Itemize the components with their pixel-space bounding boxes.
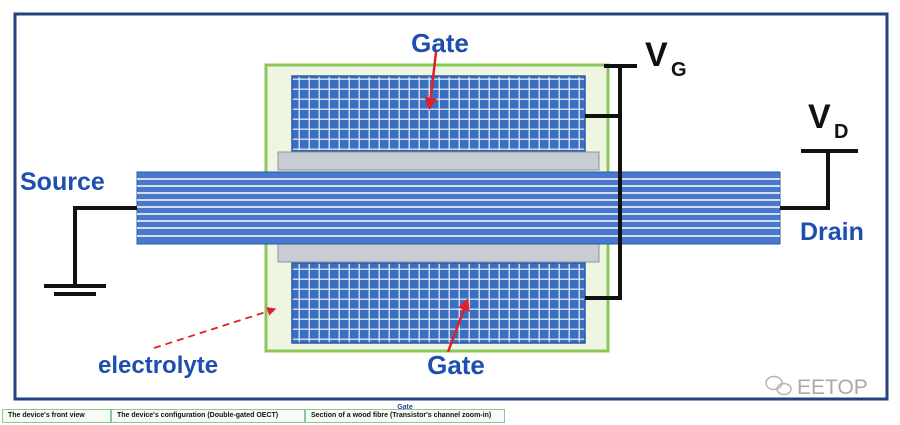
electrolyte-arrow: [153, 307, 277, 349]
view-tabs: The device's front view The device's con…: [2, 409, 505, 423]
top-gate: [291, 75, 586, 152]
bottom-gate-arrow: [446, 298, 470, 353]
top-gate-arrow: [424, 51, 438, 111]
wechat-icon: [765, 375, 792, 396]
gate-caption: Gate: [397, 404, 413, 411]
tab-front-view[interactable]: The device's front view: [2, 409, 111, 423]
electrolyte-label: electrolyte: [98, 352, 218, 379]
source-label: Source: [20, 168, 105, 196]
bottom-insulator-layer: [277, 243, 600, 263]
top-insulator-layer: [277, 151, 600, 171]
channel-fibre: [136, 171, 781, 245]
vd-subscript: D: [834, 121, 848, 143]
vg-subscript: G: [671, 59, 687, 81]
watermark-text: EETOP: [797, 376, 868, 399]
bottom-gate: [291, 262, 586, 344]
tab-fibre-section[interactable]: Section of a wood fibre (Transistor's ch…: [305, 409, 505, 423]
vd-label: V: [808, 98, 831, 136]
vg-label: V: [645, 36, 668, 74]
drain-label: Drain: [800, 218, 864, 246]
gate-top-label: Gate: [411, 28, 469, 58]
source-wiring: [73, 206, 137, 286]
gate-bottom-label: Gate: [427, 350, 485, 380]
gate-wiring: [585, 64, 637, 300]
ground-icon: [44, 284, 106, 296]
drain-wiring: [780, 149, 858, 210]
tab-configuration[interactable]: The device's configuration (Double-gated…: [111, 409, 305, 423]
